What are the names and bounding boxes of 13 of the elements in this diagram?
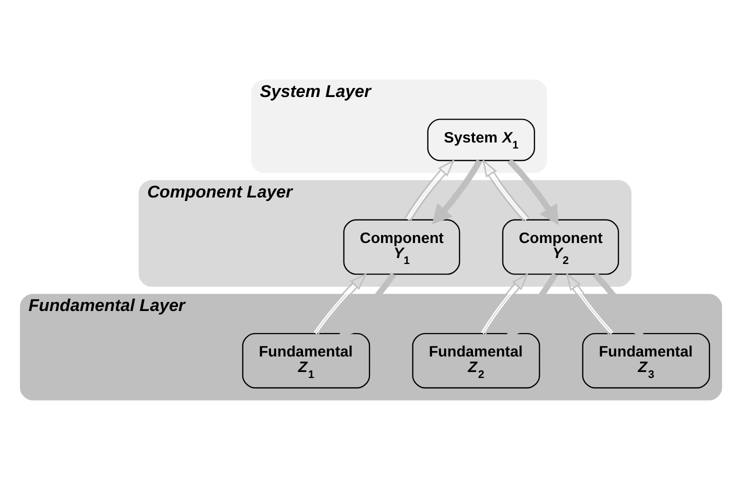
arrow: [312, 272, 368, 336]
node-box: Fundamental Z$_{3}$: [582, 332, 710, 388]
node-box: Component Y$_{1}$: [343, 219, 460, 275]
node-box: Fundamental Z$_{2}$: [412, 332, 540, 388]
arrow: [482, 158, 530, 222]
node-box: Component Y$_{2}$: [502, 219, 620, 275]
arrow: [507, 158, 559, 226]
arrow: [479, 272, 529, 336]
arrow: [566, 272, 615, 336]
arrow: [432, 159, 482, 224]
arrow: [404, 159, 455, 222]
node-box: System X$_{1}$: [427, 118, 536, 162]
node-box: Fundamental Z$_{1}$: [242, 332, 370, 388]
